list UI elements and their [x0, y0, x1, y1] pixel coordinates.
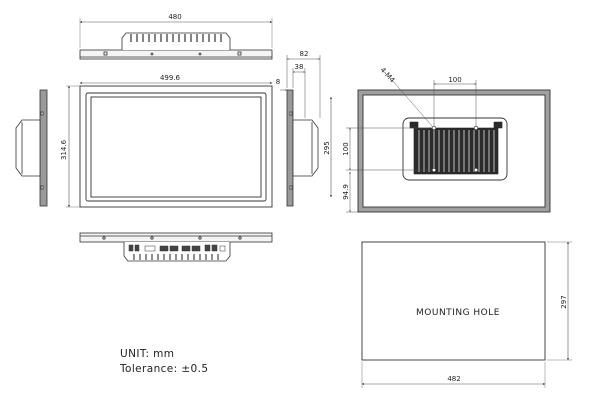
notes: UNIT: mm Tolerance: ±0.5 [119, 348, 208, 375]
side-depth-total-label: 82 [300, 50, 309, 58]
front-width-label: 499.6 [160, 74, 181, 82]
vesa-offset-label: 94.9 [342, 184, 350, 200]
top-view [79, 32, 273, 60]
vesa-horizontal-dimension [433, 80, 477, 126]
vesa-vertical-label: 100 [342, 142, 350, 155]
rear-heatsink [409, 121, 503, 175]
io-ports [128, 244, 226, 252]
unit-note: UNIT: mm [120, 348, 174, 360]
cutout-height-dimension: 297 [547, 241, 572, 361]
front-height-label: 314.6 [60, 139, 68, 160]
mounting-hole-cutout: MOUNTING HOLE [361, 241, 546, 361]
cutout-width-label: 482 [447, 375, 460, 383]
bottom-heatsink-fins [133, 254, 219, 260]
right-side-view [286, 89, 319, 207]
side-depth-dimensions [280, 55, 321, 118]
cutout-width-dimension: 482 [361, 362, 546, 388]
cutout-height-label: 297 [560, 295, 568, 308]
top-width-label: 480 [168, 13, 181, 21]
screen-height-label: 295 [323, 141, 331, 154]
front-width-dimension: 499.6 [79, 74, 273, 85]
front-view [79, 85, 273, 208]
vesa-horizontal-label: 100 [448, 76, 461, 84]
side-bezel-label: 8 [276, 78, 280, 86]
top-width-dimension: 480 [79, 13, 273, 48]
mounting-hole-label: MOUNTING HOLE [416, 308, 500, 318]
left-side-view [15, 89, 48, 207]
screen-height-dimension: 295 [323, 96, 333, 198]
side-depth-inner-label: 38 [295, 63, 304, 71]
top-heatsink-fins [130, 34, 222, 42]
tolerance-note: Tolerance: ±0.5 [119, 363, 208, 375]
vesa-vertical-dimension [346, 127, 432, 213]
front-height-dimension: 314.6 [60, 85, 80, 208]
